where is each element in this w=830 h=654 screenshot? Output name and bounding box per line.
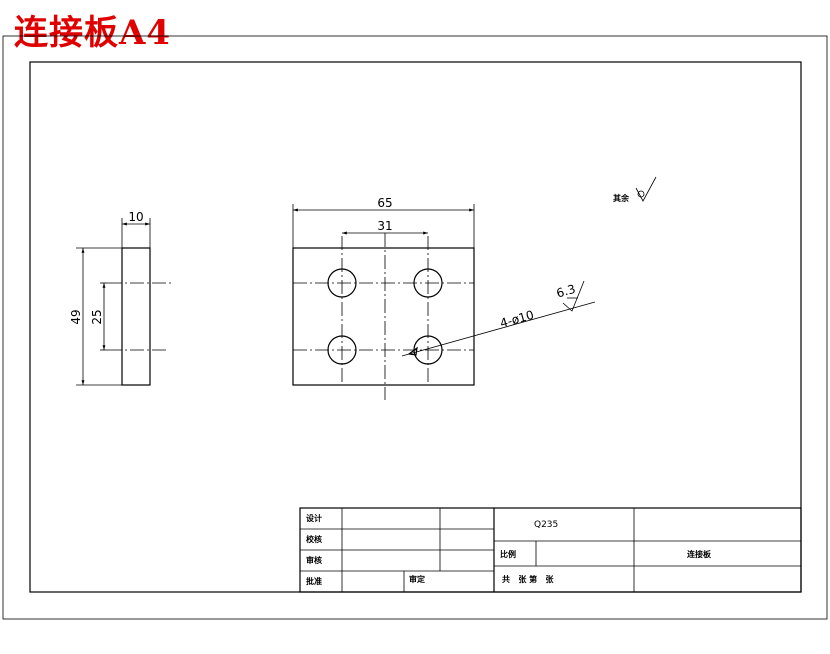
front-view: 65 31 4-ø10 6.3 [292,196,596,400]
side-width-dimension: 10 [128,210,143,224]
inner-frame [29,61,802,593]
standardization-label: 审定 [409,574,425,584]
hole-vertical-spacing-dimension: 25 [90,309,104,324]
part-name: 连接板 [687,549,712,559]
drawing-title: 连接板A4 [14,13,172,53]
hole-top-left [327,268,357,298]
side-view: 10 49 25 [69,210,174,386]
roughness-note-label: 其余 [613,193,630,203]
hole-top-right [413,268,443,298]
hole-leader-line [401,301,596,357]
hole-roughness-value: 6.3 [555,282,577,301]
hole-roughness-symbol [562,280,585,312]
title-block: 设计 校核 审核 批准 审定 Q235 比例 连接板 共 张 第 张 [299,507,802,593]
approve-label: 批准 [306,576,322,586]
front-view-outline [292,247,475,386]
hole-bottom-left [327,335,357,365]
side-height-dimension: 49 [69,309,83,324]
hole-horizontal-spacing-dimension: 31 [377,219,392,233]
check-label: 校核 [306,534,322,544]
sheets-text: 共 张 第 张 [502,574,554,584]
design-label: 设计 [306,513,322,523]
review-label: 审核 [306,555,322,565]
material: Q235 [534,520,558,530]
side-view-outline [121,247,151,386]
front-width-dimension: 65 [377,196,392,210]
roughness-note-symbol [635,176,657,202]
scale-label: 比例 [500,549,516,559]
outer-border [2,35,828,620]
hole-callout: 4-ø10 [498,308,535,331]
